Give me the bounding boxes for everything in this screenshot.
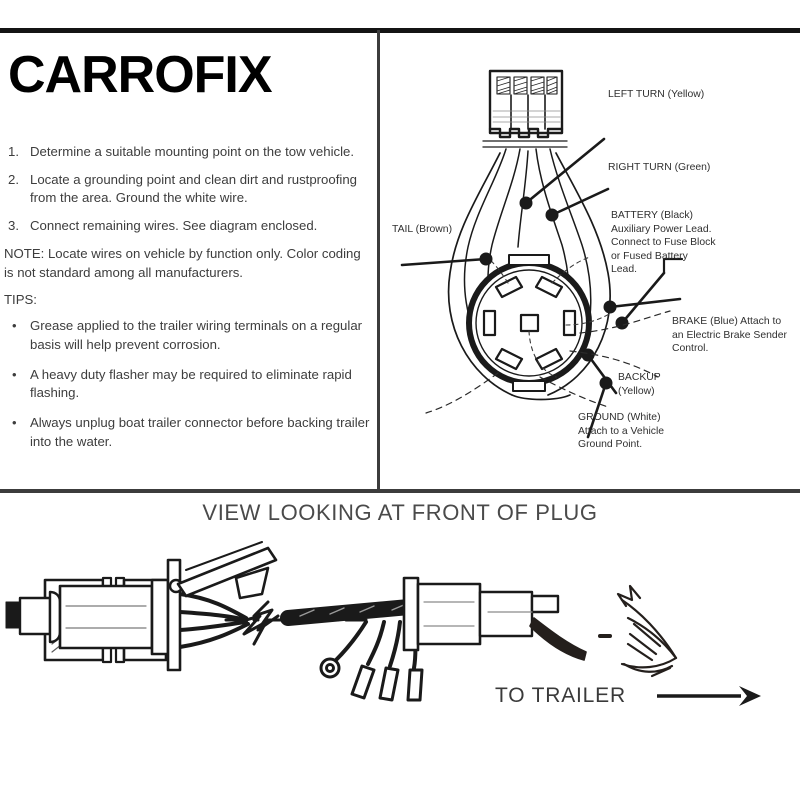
label-battery: BATTERY (Black) Auxiliary Power Lead. Co… <box>611 210 716 276</box>
dashed-wire-runs <box>425 310 671 414</box>
bullet-icon: • <box>12 318 17 334</box>
step-number: 1. <box>8 144 19 159</box>
step-text: Determine a suitable mounting point on t… <box>30 144 355 159</box>
harness-assembly-graphic <box>5 541 678 702</box>
step-text: Connect remaining wires. See diagram enc… <box>30 218 318 234</box>
plug-boot-outline <box>447 152 611 401</box>
cable-tail-sketch <box>529 584 678 678</box>
terminal-block-icon <box>482 69 568 148</box>
vertical-divider-rule <box>377 30 380 490</box>
label-brake: BRAKE (Blue) Attach to an Electric Brake… <box>672 316 787 355</box>
instructions-body: 1. Determine a suitable mounting point o… <box>4 143 372 463</box>
spade-terminal-icon <box>350 664 424 702</box>
tip-item: • Grease applied to the trailer wiring t… <box>4 317 372 354</box>
bullet-icon: • <box>12 366 17 382</box>
step-number: 2. <box>8 171 19 187</box>
tip-item: • Always unplug boat trailer connector b… <box>4 414 372 451</box>
tip-text: Always unplug boat trailer connector bef… <box>30 415 370 449</box>
step-text: Locate a grounding point and clean dirt … <box>30 171 357 206</box>
instruction-step: 1. Determine a suitable mounting point o… <box>4 143 372 162</box>
to-trailer-label: TO TRAILER <box>495 684 626 707</box>
tip-text: Grease applied to the trailer wiring ter… <box>30 318 363 352</box>
label-left-turn: LEFT TURN (Yellow) <box>608 89 705 100</box>
plug-diagram-graphic <box>400 69 684 439</box>
tip-text: A heavy duty flasher may be required to … <box>30 366 352 401</box>
ring-terminal-icon <box>319 657 341 679</box>
label-right-turn: RIGHT TURN (Green) <box>608 162 711 173</box>
instructions-panel: CARROFIX 1. Determine a suitable mountin… <box>0 33 372 485</box>
cable-break-symbol <box>242 600 280 646</box>
middle-divider-rule <box>0 489 800 493</box>
plug-cover-icon <box>176 541 278 600</box>
tips-heading: TIPS: <box>4 292 37 308</box>
seven-pin-connector-face <box>466 254 615 392</box>
round-plug-body-icon <box>5 558 184 672</box>
label-backup: BACKUP (Yellow) <box>618 372 661 397</box>
top-border-rule <box>0 28 800 33</box>
tip-item: • A heavy duty flasher may be required t… <box>4 366 372 403</box>
to-trailer-arrow-icon <box>657 686 761 706</box>
label-ground: GROUND (White) Attach to a Vehicle Groun… <box>578 412 665 451</box>
instruction-step: 3. Connect remaining wires. See diagram … <box>4 217 372 236</box>
plug-view-caption: VIEW LOOKING AT FRONT OF PLUG <box>202 500 598 525</box>
note-text: NOTE: Locate wires on vehicle by functio… <box>4 245 361 280</box>
brand-title: CARROFIX <box>8 46 273 104</box>
harness-assembly-diagram <box>0 540 800 740</box>
step-number: 3. <box>8 218 19 234</box>
branch-leads <box>334 620 418 670</box>
plug-wiring-diagram: LEFT TURN (Yellow) RIGHT TURN (Green) TA… <box>380 33 800 485</box>
leader-dots <box>479 196 629 390</box>
label-tail: TAIL (Brown) <box>392 224 453 235</box>
instruction-step: 2. Locate a grounding point and clean di… <box>4 171 372 208</box>
trailer-socket-icon <box>402 576 560 652</box>
bullet-icon: • <box>12 415 17 431</box>
